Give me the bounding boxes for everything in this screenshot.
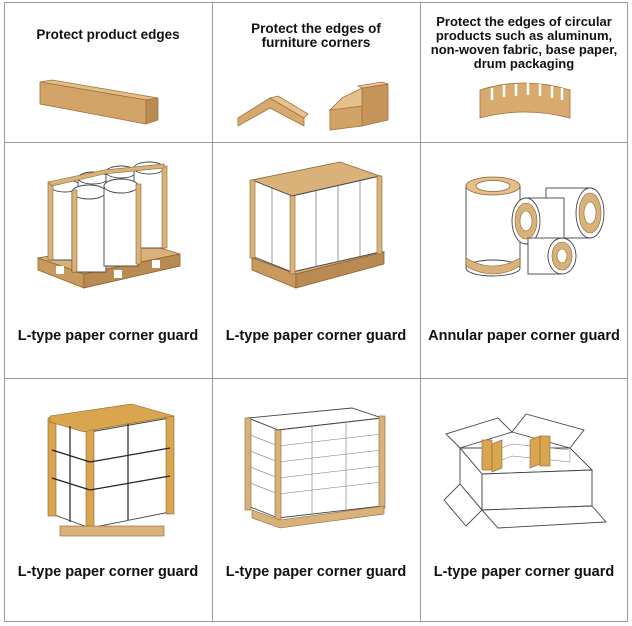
header-circular-products: Protect the edges of circular products s… xyxy=(430,14,618,71)
cartons-on-pallet-image xyxy=(249,161,386,289)
cell-strapped-crate: L-type paper corner guard xyxy=(4,378,212,621)
l-corner-guard-strip-image xyxy=(39,79,159,125)
cell-product-edges: Protect product edges xyxy=(4,2,212,142)
open-box-with-corner-guards-image xyxy=(443,413,607,529)
cell-furniture-corners: Protect the edges of furniture corners xyxy=(212,2,420,142)
label-carton-pallet: L-type paper corner guard xyxy=(225,328,407,344)
cell-rolls-pallet: L-type paper corner guard xyxy=(4,142,212,378)
cell-circular-products: Protect the edges of circular products s… xyxy=(420,2,628,142)
strapped-box-image xyxy=(47,403,175,537)
column-divider xyxy=(420,2,421,622)
row-divider xyxy=(4,378,628,379)
table-border-bottom xyxy=(4,621,628,622)
label-open-box: L-type paper corner guard xyxy=(433,564,615,580)
cell-annular-rolls: Annular paper corner guard xyxy=(420,142,628,378)
paper-rolls-on-pallet-image xyxy=(36,161,181,289)
header-product-edges: Protect product edges xyxy=(36,27,180,42)
table-border-top xyxy=(4,2,628,3)
stacked-sheets-on-pallet-image xyxy=(244,407,386,529)
label-stacked-sheets: L-type paper corner guard xyxy=(225,564,407,580)
annular-guard-strip-image xyxy=(479,82,571,119)
header-furniture-corners: Protect the edges of furniture corners xyxy=(251,21,381,50)
cell-stacked-sheets: L-type paper corner guard xyxy=(212,378,420,621)
cell-open-box: L-type paper corner guard xyxy=(420,378,628,621)
table-border-left xyxy=(4,2,5,622)
furniture-corner-guards-image xyxy=(237,81,389,131)
cell-carton-pallet: L-type paper corner guard xyxy=(212,142,420,378)
table-border-right xyxy=(627,2,628,622)
product-table: Protect product edges Protect the edges … xyxy=(4,2,628,622)
rolls-with-annular-guards-image xyxy=(465,176,605,277)
row-divider xyxy=(4,142,628,143)
label-annular-rolls: Annular paper corner guard xyxy=(428,328,620,344)
label-strapped-crate: L-type paper corner guard xyxy=(17,564,199,580)
column-divider xyxy=(212,2,213,622)
label-rolls-pallet: L-type paper corner guard xyxy=(17,328,199,344)
